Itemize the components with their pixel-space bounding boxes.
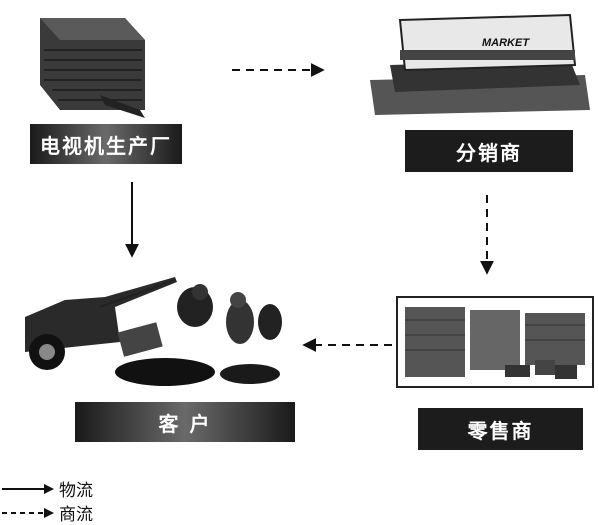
factory-illustration bbox=[40, 18, 145, 118]
distributor-illustration: MARKET bbox=[370, 13, 590, 115]
retailer-illustration bbox=[396, 296, 594, 388]
customer-illustration bbox=[25, 277, 282, 386]
distributor-label: 分销商 bbox=[405, 130, 573, 172]
store-sign-text: MARKET bbox=[482, 37, 530, 49]
legend-physical-flow-label: 物流 bbox=[59, 481, 93, 501]
factory-label: 电视机生产厂 bbox=[30, 124, 182, 164]
customer-label: 客 户 bbox=[75, 402, 295, 442]
legend-physical-flow: 物流 bbox=[0, 476, 93, 501]
dashed-arrow-icon bbox=[2, 507, 54, 518]
retailer-label: 零售商 bbox=[418, 408, 583, 450]
legend-commercial-flow: 商流 bbox=[0, 500, 93, 525]
legend-commercial-flow-label: 商流 bbox=[59, 505, 93, 525]
solid-arrow-icon bbox=[2, 483, 54, 494]
